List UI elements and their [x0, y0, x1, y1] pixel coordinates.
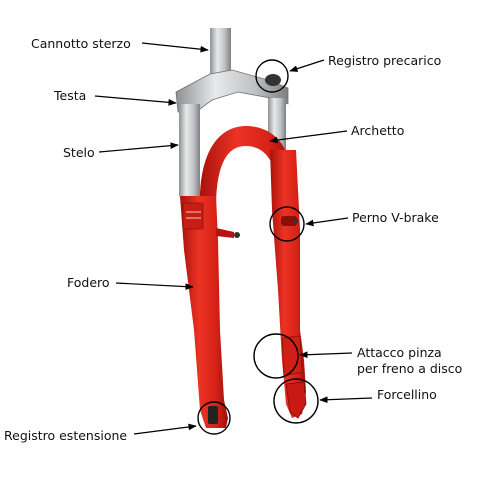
- leader-cannotto: [141, 42, 209, 53]
- left-leg-decal: [182, 202, 204, 230]
- label-forcellino: Forcellino: [377, 387, 437, 402]
- label-attacco-pinza-line1: Attacco pinza: [357, 345, 442, 360]
- vbrake-boss: [281, 216, 297, 226]
- preload-adjuster-knob: [265, 74, 281, 86]
- leader-lines: [94, 42, 373, 435]
- leader-perno: [305, 217, 349, 227]
- label-archetto: Archetto: [351, 123, 405, 138]
- highlight-dropout: [273, 378, 319, 424]
- highlight-preload: [255, 59, 289, 93]
- label-registro-precarico: Registro precarico: [328, 53, 442, 68]
- fork-brace-arch: [199, 126, 292, 210]
- dropout: [285, 381, 307, 419]
- leader-forcellino: [319, 396, 373, 404]
- highlight-disc-mount: [253, 333, 299, 379]
- steerer-tube: [210, 28, 231, 80]
- rebound-adjuster-knob: [208, 406, 218, 424]
- leader-testa: [94, 95, 177, 106]
- left-lower-leg: [180, 196, 228, 428]
- leader-attacco: [299, 351, 353, 359]
- highlight-vbrake: [269, 206, 305, 242]
- label-fodero: Fodero: [67, 275, 110, 290]
- leader-archetto: [269, 130, 348, 144]
- leader-stelo: [98, 142, 179, 153]
- label-attacco-pinza-line2: per freno a disco: [357, 361, 463, 376]
- label-stelo: Stelo: [63, 145, 95, 160]
- leader-registro-estensione: [133, 423, 197, 435]
- leader-registro-precarico: [289, 59, 325, 72]
- label-registro-estensione: Registro estensione: [4, 428, 128, 443]
- left-stanchion: [179, 104, 200, 196]
- leader-fodero: [115, 282, 194, 290]
- label-testa: Testa: [54, 88, 87, 103]
- label-cannotto-sterzo: Cannotto sterzo: [31, 36, 131, 51]
- highlight-rebound: [197, 401, 231, 435]
- disc-caliper-mount: [281, 335, 303, 377]
- label-perno-vbrake: Perno V-brake: [352, 210, 439, 225]
